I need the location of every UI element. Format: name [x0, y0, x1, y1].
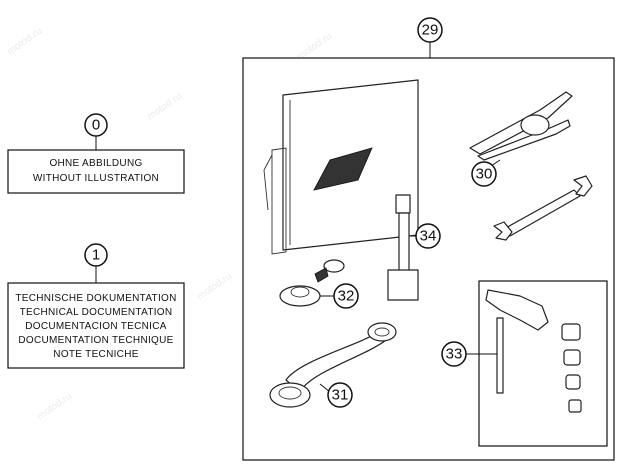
tool-bag-strap: [263, 154, 273, 171]
open-wrench-drawing: [493, 175, 593, 241]
documentation-line-de: TECHNISCHE DOKUMENTATION: [15, 293, 176, 304]
callout-circle-1: [84, 243, 108, 267]
callout-circle-0: [84, 113, 108, 137]
ring-spanner-drawing: 31: [269, 322, 397, 408]
socket-4: [568, 399, 582, 413]
no-illustration-line-de: OHNE ABBILDUNG: [49, 158, 142, 169]
tool-bag-strap: [263, 169, 269, 211]
tool-32-base: [279, 285, 321, 307]
pliers-jaw: [520, 114, 550, 136]
socket-set-group: 33: [441, 280, 608, 447]
ring-spanner-hole-large: [278, 386, 302, 400]
t-handle-drawing: 34: [387, 194, 441, 301]
item-0-group: 0 OHNE ABBILDUNG WITHOUT ILLUSTRATION: [7, 113, 185, 194]
socket-1: [561, 323, 581, 341]
documentation-box: [7, 282, 185, 369]
no-illustration-line-en: WITHOUT ILLUSTRATION: [33, 173, 159, 184]
tool-32-washer: [323, 259, 345, 273]
tool-bag-flap: [271, 147, 287, 255]
watermark-text: motod.ru: [5, 26, 44, 58]
tool-bag-logo-mark: [313, 147, 373, 191]
watermark-text: motod.ru: [35, 391, 74, 423]
callout-circle-34: [415, 223, 441, 249]
callout-circle-31: [327, 382, 353, 408]
socket-driver-shaft: [496, 317, 504, 394]
tool-bag-drawing: [263, 79, 419, 255]
callout-circle-29: [417, 17, 443, 43]
pliers-drawing: 30: [469, 91, 573, 187]
open-wrench-head: [493, 221, 513, 241]
callout-label-31: 31: [332, 387, 349, 404]
callout-circle-32: [333, 283, 359, 309]
open-wrench-head: [573, 175, 593, 197]
documentation-line-it: NOTE TECNICHE: [53, 349, 138, 360]
callout-label-0: 0: [92, 117, 100, 134]
ring-spanner-hole-small: [374, 327, 390, 337]
watermark-text: motod.ru: [145, 91, 184, 123]
tool-32-bit: [314, 267, 329, 283]
ring-spanner-head-large: [269, 382, 311, 408]
callout-label-30: 30: [476, 166, 493, 183]
socket-driver-handle: [485, 289, 549, 331]
tool-32-base-inner: [290, 286, 310, 298]
socket-3: [565, 374, 581, 390]
callout-circle-30: [471, 161, 497, 187]
callout-label-34: 34: [420, 228, 437, 245]
no-illustration-box: [7, 149, 185, 194]
callout-label-29: 29: [422, 22, 439, 39]
socket-2: [563, 349, 581, 366]
item-1-group: 1 TECHNISCHE DOKUMENTATION TECHNICAL DOC…: [7, 243, 185, 369]
documentation-line-en: TECHNICAL DOCUMENTATION: [20, 307, 173, 318]
t-handle-socket: [387, 269, 419, 301]
callout-circle-33: [441, 341, 467, 367]
ring-spanner-head-small: [367, 322, 397, 342]
documentation-line-es: DOCUMENTACION TECNICA: [25, 321, 167, 332]
t-handle-shaft: [398, 212, 410, 274]
documentation-line-fr: DOCUMENTATION TECHNIQUE: [18, 335, 173, 346]
callout-label-32: 32: [338, 288, 355, 305]
spark-plug-tool-drawing: 32: [279, 259, 359, 309]
t-handle-top: [395, 194, 411, 214]
callout-label-33: 33: [446, 346, 463, 363]
callout-label-1: 1: [92, 247, 100, 264]
watermark-text: motod.ru: [195, 271, 234, 303]
